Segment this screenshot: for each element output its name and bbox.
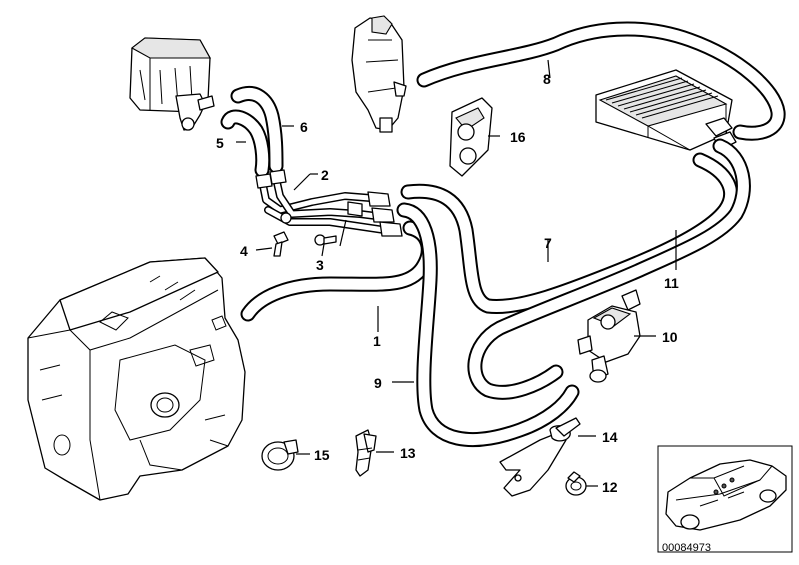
callout-5: 5 xyxy=(216,135,224,151)
hoses-5-6 xyxy=(220,86,284,178)
bolt xyxy=(273,231,289,257)
engine-block xyxy=(27,257,246,501)
callout-7: 7 xyxy=(544,235,552,251)
hose-7 xyxy=(400,152,739,315)
control-valve xyxy=(577,289,641,383)
car-silhouette-icon xyxy=(665,459,787,531)
callout-3: 3 xyxy=(316,257,324,273)
callout-13: 13 xyxy=(400,445,416,461)
vehicle-inset: 00084973 xyxy=(657,445,793,554)
callout-1: 1 xyxy=(373,333,381,349)
hose-11 xyxy=(467,138,751,400)
hose-9 xyxy=(396,202,580,447)
heater-core xyxy=(595,69,737,151)
callout-9: 9 xyxy=(374,375,382,391)
mounting-bracket xyxy=(449,97,493,177)
leader-lines xyxy=(236,59,677,487)
pipe-assembly xyxy=(255,169,403,237)
diagram-number: 00084973 xyxy=(662,542,711,554)
callout-4: 4 xyxy=(240,243,248,259)
callout-16: 16 xyxy=(510,129,526,145)
callout-11: 11 xyxy=(664,275,679,291)
callout-12: 12 xyxy=(602,479,618,495)
hose-clamp-large xyxy=(261,439,299,471)
callout-10: 10 xyxy=(662,329,678,345)
hose-clamp-small xyxy=(565,471,587,496)
hose-1 xyxy=(240,220,436,322)
callout-2: 2 xyxy=(321,167,329,183)
bracket-with-clip xyxy=(499,417,581,497)
callout-labels: 1 2 3 4 5 6 7 8 9 10 11 12 13 14 15 16 xyxy=(216,71,679,495)
screw xyxy=(314,234,337,246)
hose-clip xyxy=(355,429,377,477)
expansion-tank xyxy=(351,15,407,133)
callout-14: 14 xyxy=(602,429,618,445)
callout-15: 15 xyxy=(314,447,330,463)
callout-8: 8 xyxy=(543,71,551,87)
auxiliary-tank xyxy=(129,37,215,131)
hose-8 xyxy=(416,21,786,141)
callout-6: 6 xyxy=(300,119,308,135)
